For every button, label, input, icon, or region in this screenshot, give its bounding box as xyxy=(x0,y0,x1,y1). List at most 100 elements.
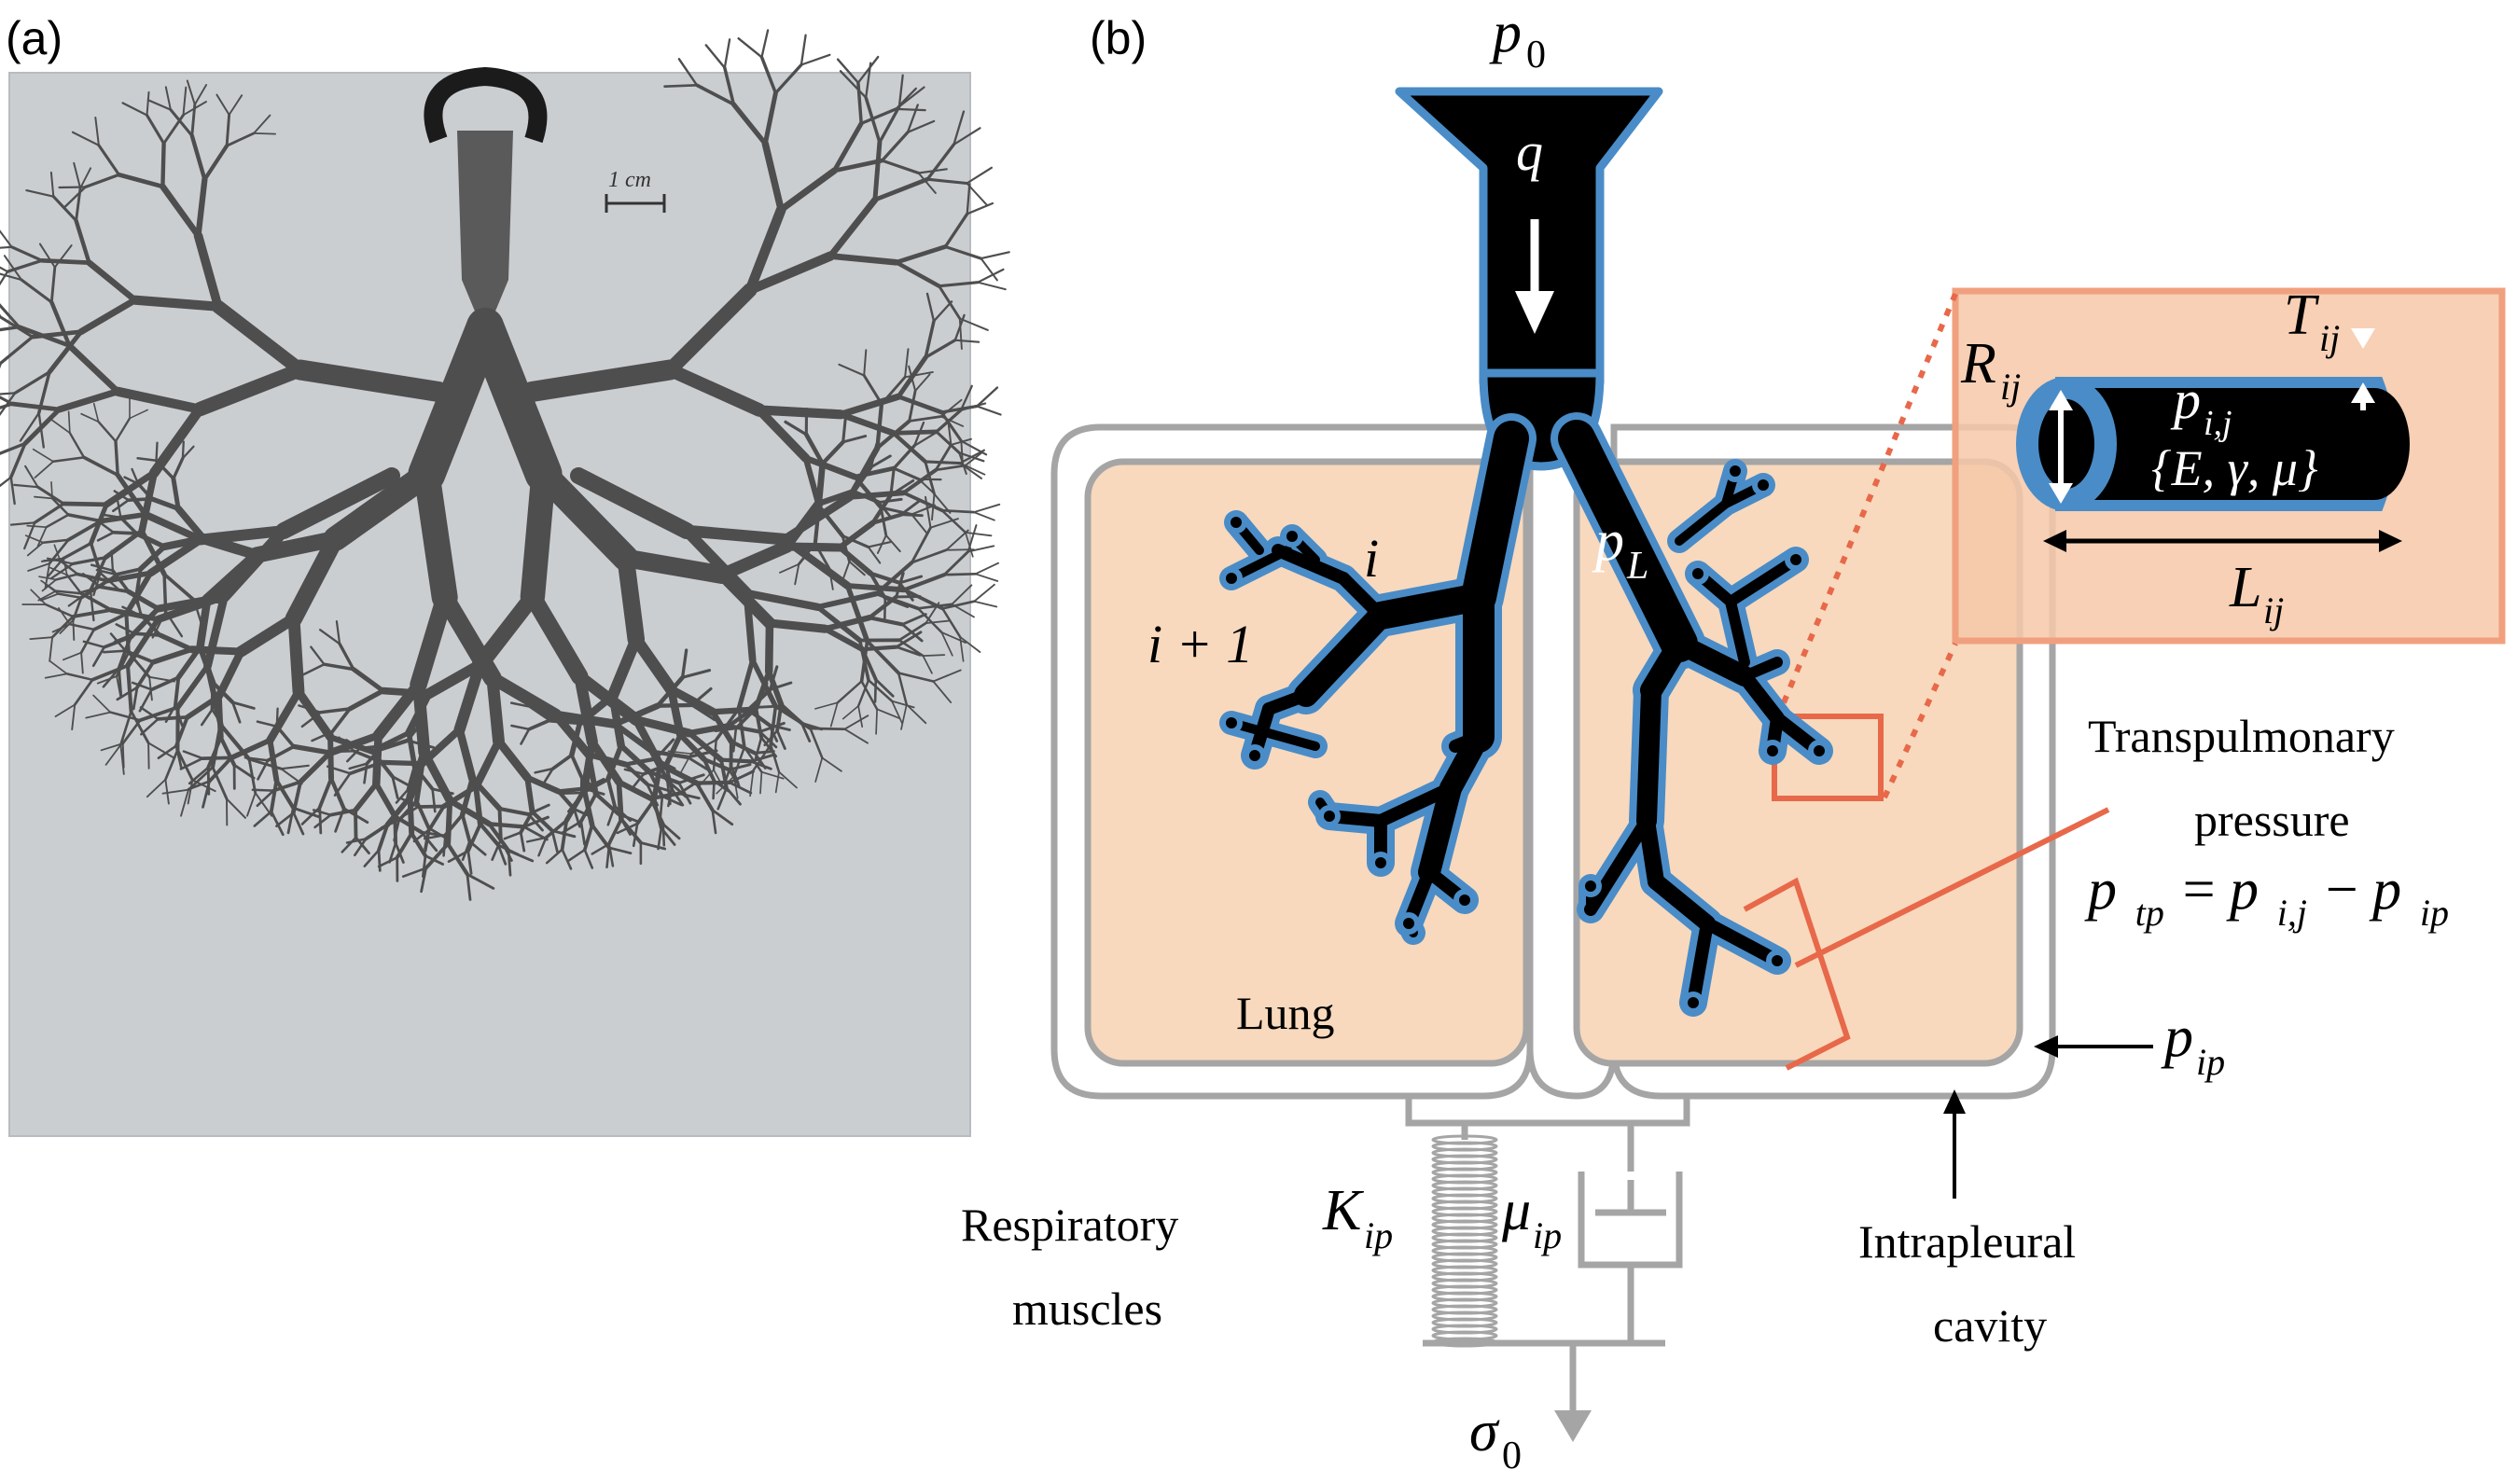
cast-branch xyxy=(974,602,996,607)
svg-text:μ: μ xyxy=(1501,1179,1531,1242)
cast-branch xyxy=(116,441,118,475)
cast-branch xyxy=(104,651,125,653)
airway-end xyxy=(1284,528,1300,545)
scale-bar-label: 1 cm xyxy=(608,168,651,192)
cast-branch xyxy=(801,55,830,65)
cast-branch xyxy=(974,585,994,602)
K-label: K ip xyxy=(1322,1179,1393,1256)
svg-text:K: K xyxy=(1322,1179,1365,1242)
cast-branch xyxy=(769,623,770,672)
svg-text:T: T xyxy=(2284,284,2320,347)
panel-b-label: (b) xyxy=(1090,12,1147,64)
transpulmonary-line1: Transpulmonary xyxy=(2088,710,2395,762)
cast-branch xyxy=(739,38,762,57)
cast-branch xyxy=(158,717,188,719)
material-params-label: {E, γ, μ} xyxy=(2151,440,2318,496)
cast-branch xyxy=(202,757,231,758)
panel-a-label: (a) xyxy=(6,12,63,64)
svg-text:0: 0 xyxy=(1526,34,1546,76)
airway-end xyxy=(1582,878,1599,895)
respiratory-line2: muscles xyxy=(1012,1283,1162,1335)
cast-branch xyxy=(976,563,999,575)
cast-branch xyxy=(126,614,128,653)
cast-branch xyxy=(114,533,137,534)
svg-text:L: L xyxy=(2229,556,2261,619)
cast-branch xyxy=(148,743,149,769)
svg-text:p tp = p: p tp = p i,j − p ip xyxy=(2084,854,2449,939)
cast-branch xyxy=(923,655,944,656)
transpulmonary-line2: pressure xyxy=(2194,794,2350,846)
cast-branch xyxy=(254,133,275,134)
airway-end xyxy=(1321,808,1338,825)
cast-branch xyxy=(925,462,960,464)
cast-branch xyxy=(42,260,90,262)
cast-branch xyxy=(164,575,166,612)
cast-branch xyxy=(157,443,158,461)
svg-text:σ: σ xyxy=(1469,1400,1500,1463)
cast-branch xyxy=(383,691,429,694)
airway-end xyxy=(1755,477,1772,493)
spring xyxy=(1433,1136,1496,1349)
svg-text:p: p xyxy=(1489,1,1522,64)
cast-branch xyxy=(977,388,997,407)
airway-branch xyxy=(1455,737,1479,746)
respiratory-mechanism xyxy=(1409,1099,1687,1418)
cast-branch xyxy=(725,39,730,67)
cast-branch xyxy=(713,710,748,712)
svg-text:R: R xyxy=(1960,332,1996,395)
cast-branch xyxy=(762,30,769,57)
cast-branch xyxy=(135,300,218,307)
airway-end xyxy=(1372,854,1389,871)
svg-text:p: p xyxy=(1592,509,1624,573)
cast-branch xyxy=(944,574,975,575)
sigma-label: σ 0 xyxy=(1469,1400,1522,1477)
q-label: q xyxy=(1516,121,1543,182)
cast-branch xyxy=(379,851,380,871)
cast-branch xyxy=(977,407,1000,415)
cast-branch xyxy=(320,808,321,833)
cast-branch xyxy=(896,109,925,110)
cast-branch xyxy=(978,283,1006,290)
cast-branch xyxy=(73,620,74,640)
mu-label: μ ip xyxy=(1501,1179,1562,1256)
svg-text:p: p xyxy=(2170,369,2201,430)
airway-end xyxy=(1727,463,1744,479)
svg-text:0: 0 xyxy=(1502,1435,1522,1477)
airway-end xyxy=(1223,714,1240,731)
cast-branch xyxy=(876,709,877,734)
airway-end xyxy=(1228,514,1245,531)
generation-i-plus-1-label: i + 1 xyxy=(1147,614,1253,674)
svg-text:ij: ij xyxy=(2000,366,2021,408)
airway-end xyxy=(1764,742,1781,759)
airway-branch xyxy=(1647,690,1651,821)
cast-branch xyxy=(500,809,501,839)
cast-branch xyxy=(426,474,444,597)
cast-branch xyxy=(946,549,974,550)
cast-branch xyxy=(619,782,621,819)
svg-text:p: p xyxy=(2161,1006,2193,1069)
cast-branch xyxy=(801,35,806,65)
svg-text:i,j: i,j xyxy=(2204,404,2232,443)
cast-branch xyxy=(811,728,845,729)
svg-text:ij: ij xyxy=(2263,589,2284,631)
cast-branch xyxy=(770,623,826,629)
cast-branch xyxy=(490,824,524,826)
cast-branch xyxy=(759,410,841,415)
cast-branch xyxy=(663,825,664,846)
cast-branch xyxy=(974,512,994,520)
sigma-arrow-head xyxy=(1554,1410,1592,1442)
airway-end xyxy=(1690,565,1706,582)
cast-branch xyxy=(418,807,444,808)
cast-branch xyxy=(875,680,876,702)
p0-label: p 0 xyxy=(1489,1,1546,76)
airway-end xyxy=(1769,952,1786,969)
cast-branch xyxy=(884,598,885,619)
cast-branch xyxy=(533,474,544,597)
airway-end xyxy=(1787,551,1804,568)
cast-branch xyxy=(974,505,999,512)
airway-end xyxy=(1400,915,1417,932)
svg-text:ip: ip xyxy=(1364,1214,1393,1256)
cast-branch xyxy=(162,144,163,187)
intrapleural-line1: Intrapleural xyxy=(1858,1215,2076,1268)
